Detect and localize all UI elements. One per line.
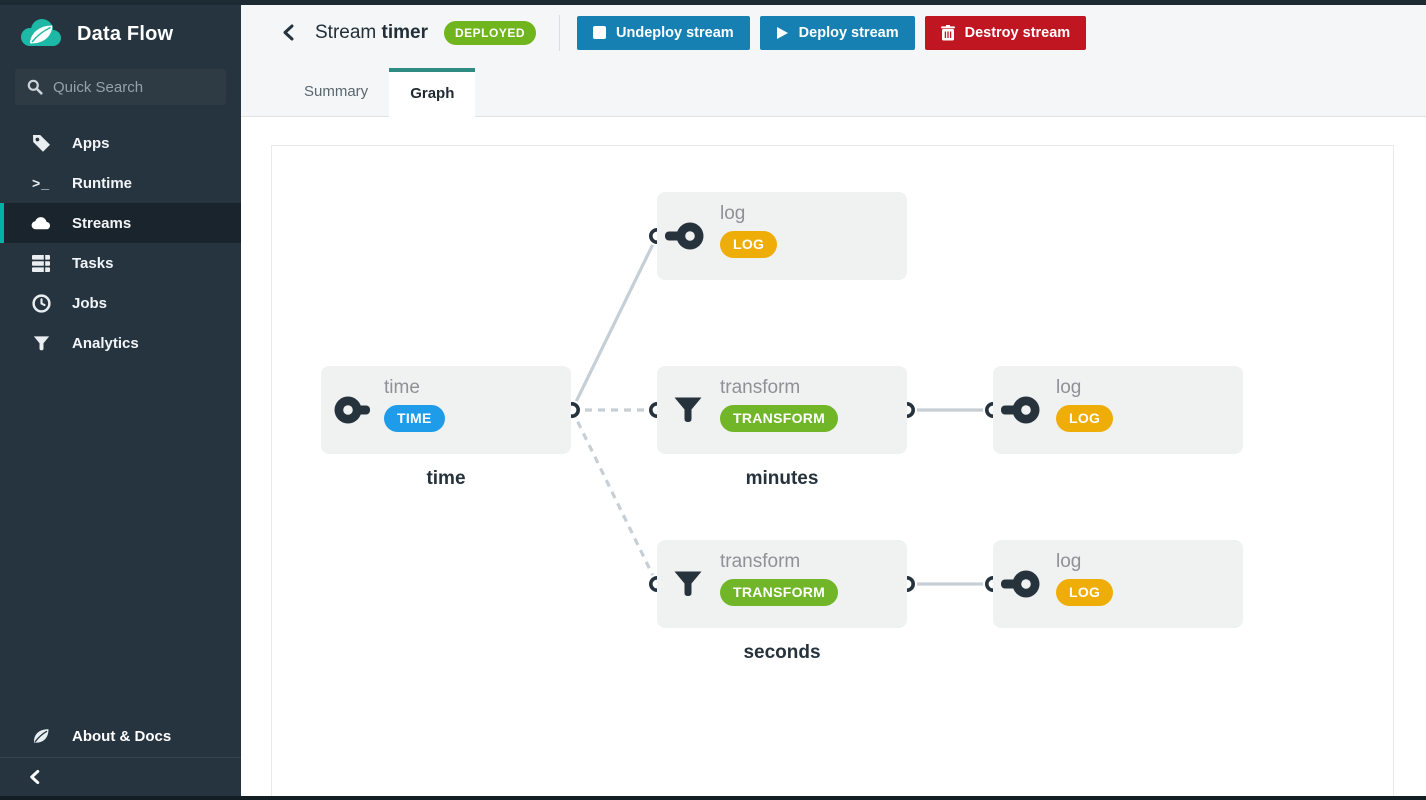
node-type-badge: LOG [720,231,778,258]
search-input[interactable] [53,78,213,96]
page-title: Stream timer [315,22,428,44]
sidebar-item-label: Runtime [72,174,132,192]
window-bottom-frame [0,796,1426,800]
node-title: log [720,203,746,224]
sink-icon [1001,570,1040,598]
node-title: transform [720,551,801,572]
window-top-frame [0,0,1426,5]
sidebar-item-label: Jobs [72,294,108,312]
sidebar-item-tasks[interactable]: Tasks [0,243,241,283]
clock-icon [30,293,52,313]
tasks-icon [30,254,52,273]
node-title: time [384,377,420,398]
node-type-badge: LOG [1056,579,1114,606]
node-type-badge: TIME [384,405,445,432]
node-type-badge: LOG [1056,405,1114,432]
sidebar-item-about-docs[interactable]: About & Docs [0,715,241,757]
node-type-badge: TRANSFORM [720,579,839,606]
brand: Data Flow [0,0,241,63]
undeploy-stream-button[interactable]: Undeploy stream [577,15,750,50]
sidebar-footer: About & Docs [0,715,241,800]
spring-cloud-logo-icon [21,19,61,46]
page-header: Stream timer DEPLOYED Undeploy stream De… [241,5,1426,60]
stop-icon [593,26,607,39]
source-icon [334,396,370,424]
tab-summary[interactable]: Summary [304,83,369,100]
leaf-icon [30,726,52,746]
sidebar-item-apps[interactable]: Apps [0,123,241,163]
stream-name-label: time [426,468,466,489]
node-title: log [1056,377,1082,398]
node-title: transform [720,377,801,398]
tag-icon [30,133,52,153]
funnel-icon [674,397,702,422]
sidebar-item-label: Apps [72,134,110,152]
deploy-stream-button[interactable]: Deploy stream [759,15,915,50]
funnel-icon [30,335,52,352]
search-icon [27,79,43,95]
tab-graph[interactable]: Graph [389,68,476,117]
terminal-icon: >_ [32,175,50,191]
stream-name: timer [381,21,428,43]
header-divider [559,14,561,51]
node-title: log [1056,551,1082,572]
flow-edge [570,235,659,411]
flow-edge [570,409,659,585]
quick-search-box[interactable] [15,69,226,105]
sidebar-item-jobs[interactable]: Jobs [0,283,241,323]
destroy-stream-button[interactable]: Destroy stream [924,15,1087,50]
sidebar-item-label: About & Docs [72,727,172,745]
button-label: Deploy stream [798,24,899,41]
trash-icon [940,24,955,40]
sidebar-nav: Apps >_ Runtime Streams Tasks [0,123,241,363]
stream-name-label: minutes [745,468,819,489]
sink-icon [665,222,704,250]
button-label: Destroy stream [964,24,1071,41]
node-type-badge: TRANSFORM [720,405,839,432]
tab-bar: Summary Graph [241,60,1426,117]
chevron-left-icon [283,24,294,41]
funnel-icon [674,571,702,596]
play-icon [776,26,788,39]
sidebar-collapse-button[interactable] [0,757,241,796]
page-title-prefix: Stream [315,21,377,43]
cloud-icon [30,214,52,232]
stream-name-label: seconds [743,642,821,663]
sidebar: Data Flow Apps >_ Runtime [0,0,241,800]
sidebar-item-analytics[interactable]: Analytics [0,323,241,363]
button-label: Undeploy stream [616,24,734,41]
sidebar-item-label: Analytics [72,334,139,352]
sidebar-item-streams[interactable]: Streams [0,203,241,243]
sidebar-item-label: Tasks [72,254,114,272]
app-title: Data Flow [77,22,174,45]
chevron-left-icon [30,769,40,785]
sink-icon [1001,396,1040,424]
status-badge: DEPLOYED [444,20,537,45]
main-area: Stream timer DEPLOYED Undeploy stream De… [241,0,1426,800]
sidebar-item-label: Streams [72,214,132,232]
sidebar-item-runtime[interactable]: >_ Runtime [0,163,241,203]
back-button[interactable] [281,24,295,41]
